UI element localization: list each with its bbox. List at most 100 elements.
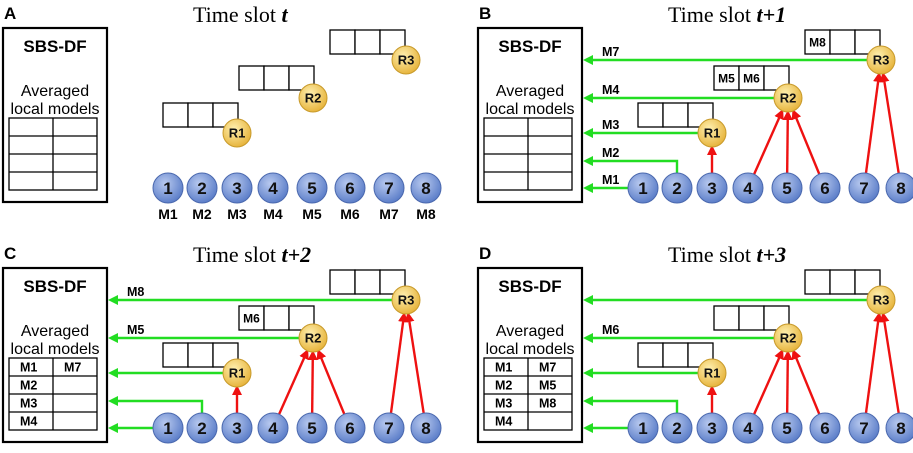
client-node-number: 4	[268, 419, 278, 438]
relay-buffer-slot	[713, 305, 740, 331]
client-node-number: 6	[820, 179, 829, 198]
client-model-label: M7	[379, 206, 399, 222]
upload-arrow-red	[879, 311, 900, 414]
table-cell: M4	[495, 415, 512, 429]
upload-arrow-red	[389, 311, 409, 414]
client-node	[732, 412, 764, 444]
client-node-number: 7	[384, 179, 393, 198]
relay-buffer-slot	[162, 102, 189, 128]
client-node	[186, 172, 218, 204]
panel-letter: B	[479, 4, 491, 23]
client-node-number: 5	[307, 419, 316, 438]
arrow-node2-to-sbs	[582, 395, 679, 413]
upload-arrow-red	[404, 311, 425, 414]
relay-buffer-slot	[354, 29, 381, 55]
table-cell: M2	[495, 379, 512, 393]
client-node	[410, 412, 442, 444]
upload-arrow-red	[277, 348, 309, 415]
relay-buffer-slot	[187, 102, 214, 128]
arrow-label-node1: M1	[602, 173, 619, 187]
table-cell: M4	[20, 415, 37, 429]
averaged-label: Averaged	[21, 323, 89, 340]
panel-title-time: t+2	[281, 242, 311, 267]
upload-arrow-red	[316, 349, 346, 415]
relay-buffer-slot	[263, 65, 290, 91]
sbs-df-label: SBS-DF	[23, 277, 86, 296]
local-models-label: local models	[11, 101, 100, 118]
client-model-label: M6	[340, 206, 360, 222]
relay-circle	[773, 323, 803, 353]
buffer-model-label: M8	[809, 36, 826, 50]
client-node-number: 4	[268, 179, 278, 198]
arrow-label-node2: M2	[602, 146, 619, 160]
relay-label: R2	[780, 331, 797, 346]
sbs-df-label: SBS-DF	[23, 37, 86, 56]
panel-letter: C	[4, 244, 16, 263]
relay-circle	[697, 358, 727, 388]
relay-buffer-slot	[238, 65, 265, 91]
relay-buffer-slot	[329, 29, 356, 55]
relay-label: R2	[305, 91, 322, 106]
client-node	[373, 172, 405, 204]
client-node-number: 4	[743, 179, 753, 198]
client-node	[334, 412, 366, 444]
panel-title-time: t+3	[756, 242, 786, 267]
relay-buffer-slot	[329, 269, 356, 295]
arrow-label-r2: M5	[127, 323, 144, 337]
client-node	[771, 412, 803, 444]
upload-arrow-red	[307, 349, 318, 414]
client-node	[696, 412, 728, 444]
panel-title: Time slot t+3	[668, 242, 786, 267]
relay-buffer-slot	[637, 102, 664, 128]
client-node	[885, 412, 913, 444]
relay-circle	[866, 45, 896, 75]
relay-label: R2	[305, 331, 322, 346]
client-model-label: M2	[192, 206, 212, 222]
relay-circle	[773, 83, 803, 113]
relay-circle	[298, 323, 328, 353]
client-node	[221, 412, 253, 444]
arrow-node2-to-sbs	[582, 155, 679, 173]
client-node	[627, 172, 659, 204]
client-model-label: M1	[158, 206, 178, 222]
client-node-number: 3	[232, 179, 241, 198]
client-node-number: 8	[421, 419, 430, 438]
relay-label: R3	[873, 293, 890, 308]
panel-title: Time slot t+2	[193, 242, 311, 267]
client-node	[296, 172, 328, 204]
sbs-df-label: SBS-DF	[498, 277, 561, 296]
relay-circle	[391, 45, 421, 75]
arrow-label-r1: M3	[602, 118, 619, 132]
upload-arrow-red	[791, 109, 821, 175]
local-models-label: local models	[486, 101, 575, 118]
relay-circle	[697, 118, 727, 148]
arrow-label-r3: M8	[127, 285, 144, 299]
sbs-df-label: SBS-DF	[498, 37, 561, 56]
client-node-number: 2	[672, 419, 681, 438]
relay-circle	[391, 285, 421, 315]
client-node-number: 8	[896, 179, 905, 198]
relay-buffer-slot	[738, 305, 765, 331]
client-model-label: M5	[302, 206, 322, 222]
relay-circle	[298, 83, 328, 113]
local-models-label: local models	[11, 341, 100, 358]
client-node	[410, 172, 442, 204]
client-node	[732, 172, 764, 204]
upload-arrow-red	[864, 71, 884, 174]
client-node-number: 4	[743, 419, 753, 438]
client-model-label: M8	[416, 206, 436, 222]
buffer-model-label: M5	[718, 72, 735, 86]
relay-buffer-slot	[829, 269, 856, 295]
upload-arrow-red	[752, 108, 784, 175]
client-node	[152, 412, 184, 444]
arrow-label-r2: M4	[602, 83, 619, 97]
client-node	[152, 172, 184, 204]
panel-title-prefix: Time slot	[668, 2, 756, 27]
panel-title-prefix: Time slot	[668, 242, 756, 267]
client-node-number: 6	[345, 419, 354, 438]
panel-title-time: t+1	[756, 2, 786, 27]
